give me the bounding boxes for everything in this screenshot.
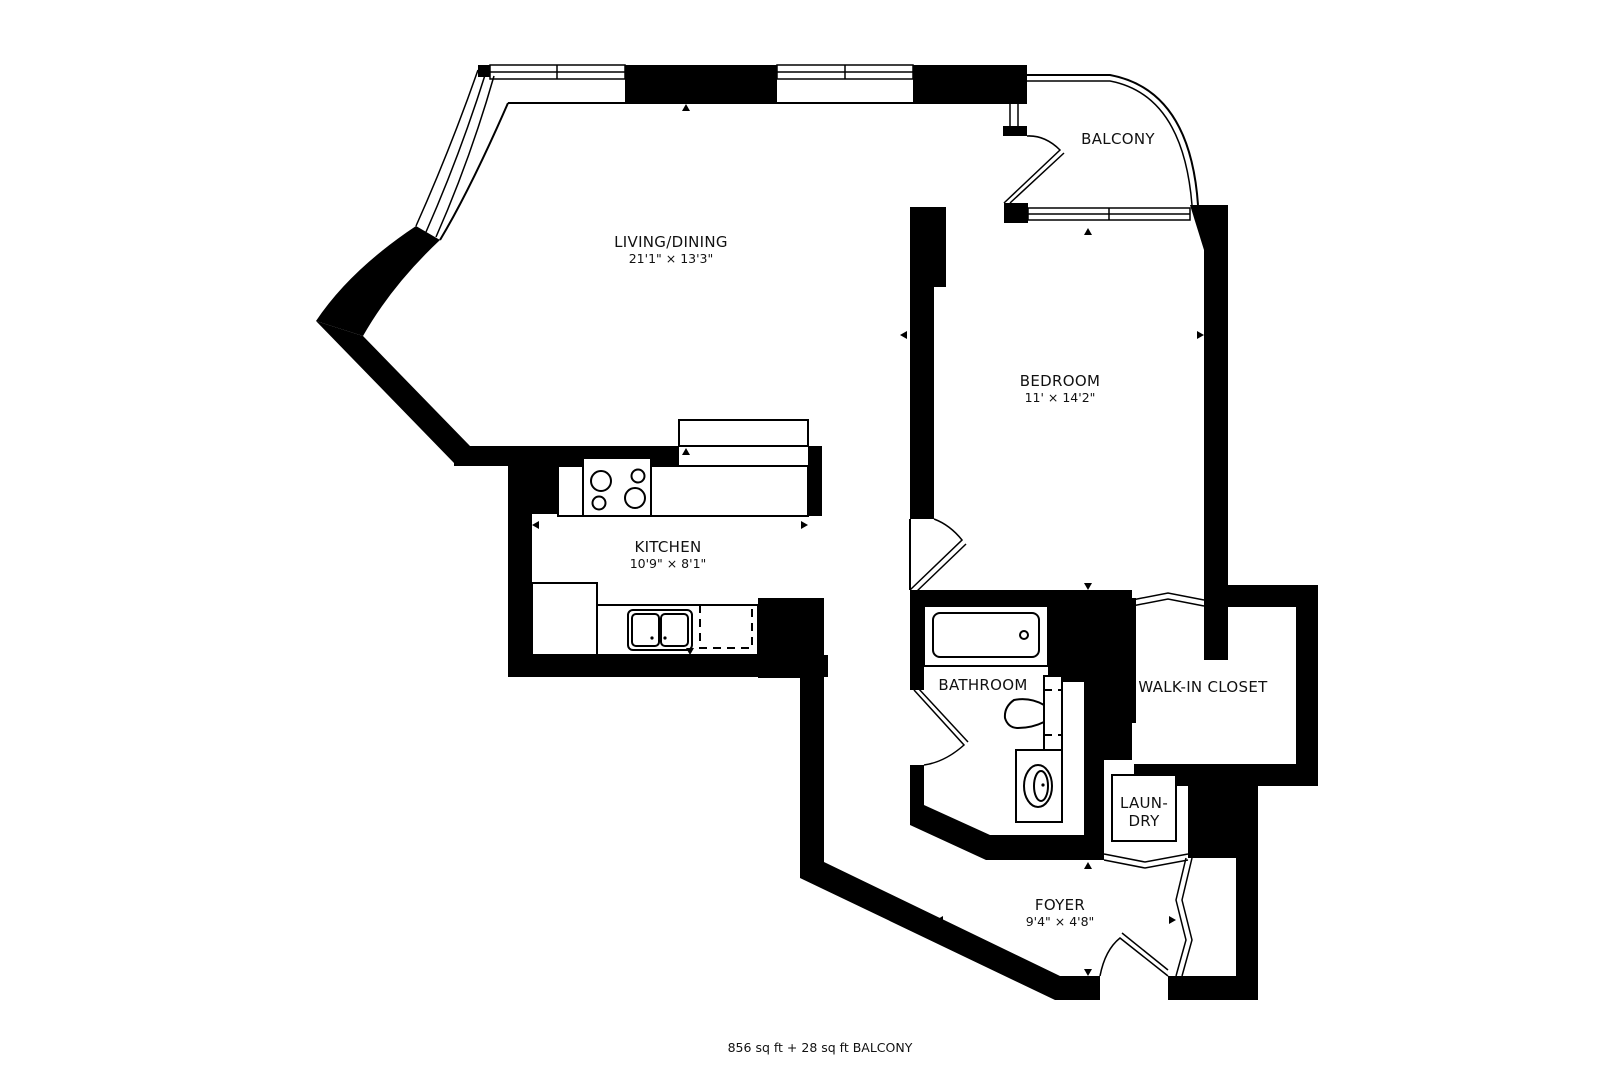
windows <box>415 64 1199 238</box>
room-name-line2: DRY <box>1128 812 1160 830</box>
wall-corner-top-left <box>478 65 490 77</box>
marker <box>1197 331 1204 339</box>
burner <box>591 495 607 511</box>
wall-bedroom-top <box>910 207 940 223</box>
window-bedroom <box>1027 207 1191 221</box>
marker <box>682 448 690 455</box>
drain <box>1019 630 1029 640</box>
wall-left-diagonal <box>316 321 470 463</box>
area-summary: 856 sq ft + 28 sq ft BALCONY <box>728 1040 913 1055</box>
room-name: BEDROOM <box>1020 372 1100 390</box>
marker <box>1084 228 1092 235</box>
wall-foyer-diagonal <box>800 862 1100 1000</box>
walls <box>316 65 1318 1000</box>
wall-closet-right <box>1296 585 1318 785</box>
wall-left-curve <box>316 226 440 336</box>
wall-bathroom-diagonal <box>910 805 1104 860</box>
room-living-dining: LIVING/DINING 21'1" × 13'3" <box>614 233 728 266</box>
room-name: LIVING/DINING <box>614 233 728 251</box>
bathtub <box>932 612 1040 658</box>
wall-kitchen-bottom <box>508 655 828 677</box>
burner <box>630 468 646 484</box>
refrigerator <box>531 582 598 656</box>
marker <box>532 521 539 529</box>
wall-bedroom-right <box>1204 205 1228 660</box>
doors <box>909 135 1205 977</box>
window-left-curved <box>415 69 479 227</box>
balcony-railing <box>1027 74 1199 206</box>
kitchen-fixtures <box>531 419 809 656</box>
dishwasher <box>699 604 753 649</box>
room-bathroom: BATHROOM <box>938 676 1027 694</box>
wall-kitchen-right <box>808 446 822 516</box>
interior-outlines <box>439 102 1027 590</box>
marker <box>682 104 690 111</box>
marker <box>801 521 808 529</box>
room-bedroom: BEDROOM 11' × 14'2" <box>1020 372 1100 405</box>
burner <box>624 487 646 509</box>
wall-top-segment-1 <box>625 65 777 103</box>
room-dimensions: 9'4" × 4'8" <box>1026 914 1095 929</box>
wall-balcony-door-post <box>1004 203 1028 223</box>
room-name: WALK-IN CLOSET <box>1138 678 1268 696</box>
wall-kitchen-left-block <box>508 460 558 514</box>
door-walk-in-closet <box>1131 592 1205 601</box>
room-dimensions: 10'9" × 8'1" <box>630 556 707 571</box>
wall-closet-bottom <box>1134 764 1318 786</box>
window-top-right <box>776 64 914 80</box>
room-name: KITCHEN <box>634 538 701 556</box>
door-balcony <box>1003 135 1062 204</box>
room-foyer: FOYER 9'4" × 4'8" <box>1026 896 1095 929</box>
toilet <box>1003 698 1045 730</box>
wall-bedroom-right-top <box>1190 205 1228 250</box>
marker <box>900 331 907 339</box>
bathroom-fixtures <box>923 605 1063 823</box>
marker <box>1084 969 1092 976</box>
wall-balcony-door-post-top <box>1003 126 1027 136</box>
wall-corridor-left <box>800 598 824 866</box>
laundry-unit <box>1111 774 1177 842</box>
room-name: BATHROOM <box>938 676 1027 694</box>
marker <box>686 648 694 655</box>
room-name: BALCONY <box>1081 130 1155 148</box>
room-kitchen: KITCHEN 10'9" × 8'1" <box>630 538 707 571</box>
marker <box>936 916 943 924</box>
door-foyer-closet <box>1175 857 1187 977</box>
wall-bathroom-left <box>910 590 924 690</box>
wall-bedroom-bottom <box>910 590 1132 606</box>
door-laundry <box>1103 853 1189 863</box>
door-bathroom <box>913 689 966 766</box>
burner <box>590 470 612 492</box>
dimension-markers <box>532 104 1204 976</box>
door-entry <box>1099 937 1169 977</box>
room-dimensions: 21'1" × 13'3" <box>629 251 714 266</box>
wall-bathroom-right <box>1048 598 1094 682</box>
room-walk-in-closet: WALK-IN CLOSET <box>1138 678 1268 696</box>
toilet-tank <box>1043 675 1063 751</box>
wall-bathroom-left-lower <box>910 765 924 815</box>
door-bedroom <box>909 518 964 591</box>
window-top-left <box>489 64 626 80</box>
marker <box>1084 862 1092 869</box>
room-name: LAUN- <box>1120 794 1168 812</box>
room-name: FOYER <box>1035 896 1085 914</box>
room-laundry: LAUN- DRY <box>1120 794 1168 830</box>
wall-top-segment-2 <box>913 65 1027 103</box>
room-labels: LIVING/DINING 21'1" × 13'3" BEDROOM 11' … <box>614 130 1268 929</box>
breakfast-bar <box>678 419 809 447</box>
marker <box>1084 583 1092 590</box>
wall-closet-top <box>1226 585 1318 607</box>
room-balcony: BALCONY <box>1081 130 1155 148</box>
marker <box>1169 916 1176 924</box>
wall-laundry-left <box>1084 680 1104 860</box>
room-dimensions: 11' × 14'2" <box>1025 390 1096 405</box>
